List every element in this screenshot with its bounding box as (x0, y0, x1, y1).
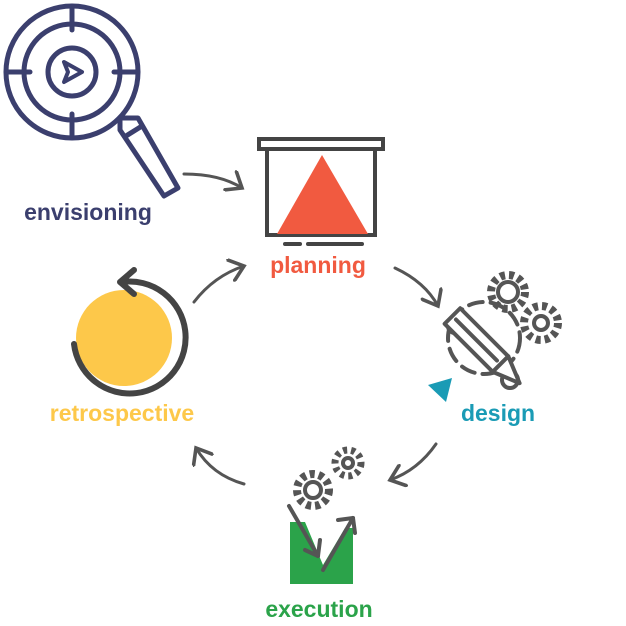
planning-label: planning (270, 252, 366, 278)
magnifier-target-icon (3, 3, 181, 199)
arrow-retrospective-to-planning (192, 266, 244, 304)
cycle-icon (71, 267, 189, 397)
retrospective-label: retrospective (50, 400, 194, 426)
envisioning-label: envisioning (24, 199, 152, 225)
arrow-planning-to-design (393, 266, 438, 306)
arrow-envisioning-to-planning (182, 174, 242, 188)
design-label: design (461, 400, 535, 426)
arrow-execution-to-retrospective (196, 448, 246, 486)
projector-screen-icon (257, 137, 385, 246)
execution-label: execution (265, 596, 372, 622)
arrow-design-to-execution (390, 442, 438, 480)
gears-chart-icon (287, 446, 365, 584)
pencil-gears-icon (428, 271, 562, 402)
